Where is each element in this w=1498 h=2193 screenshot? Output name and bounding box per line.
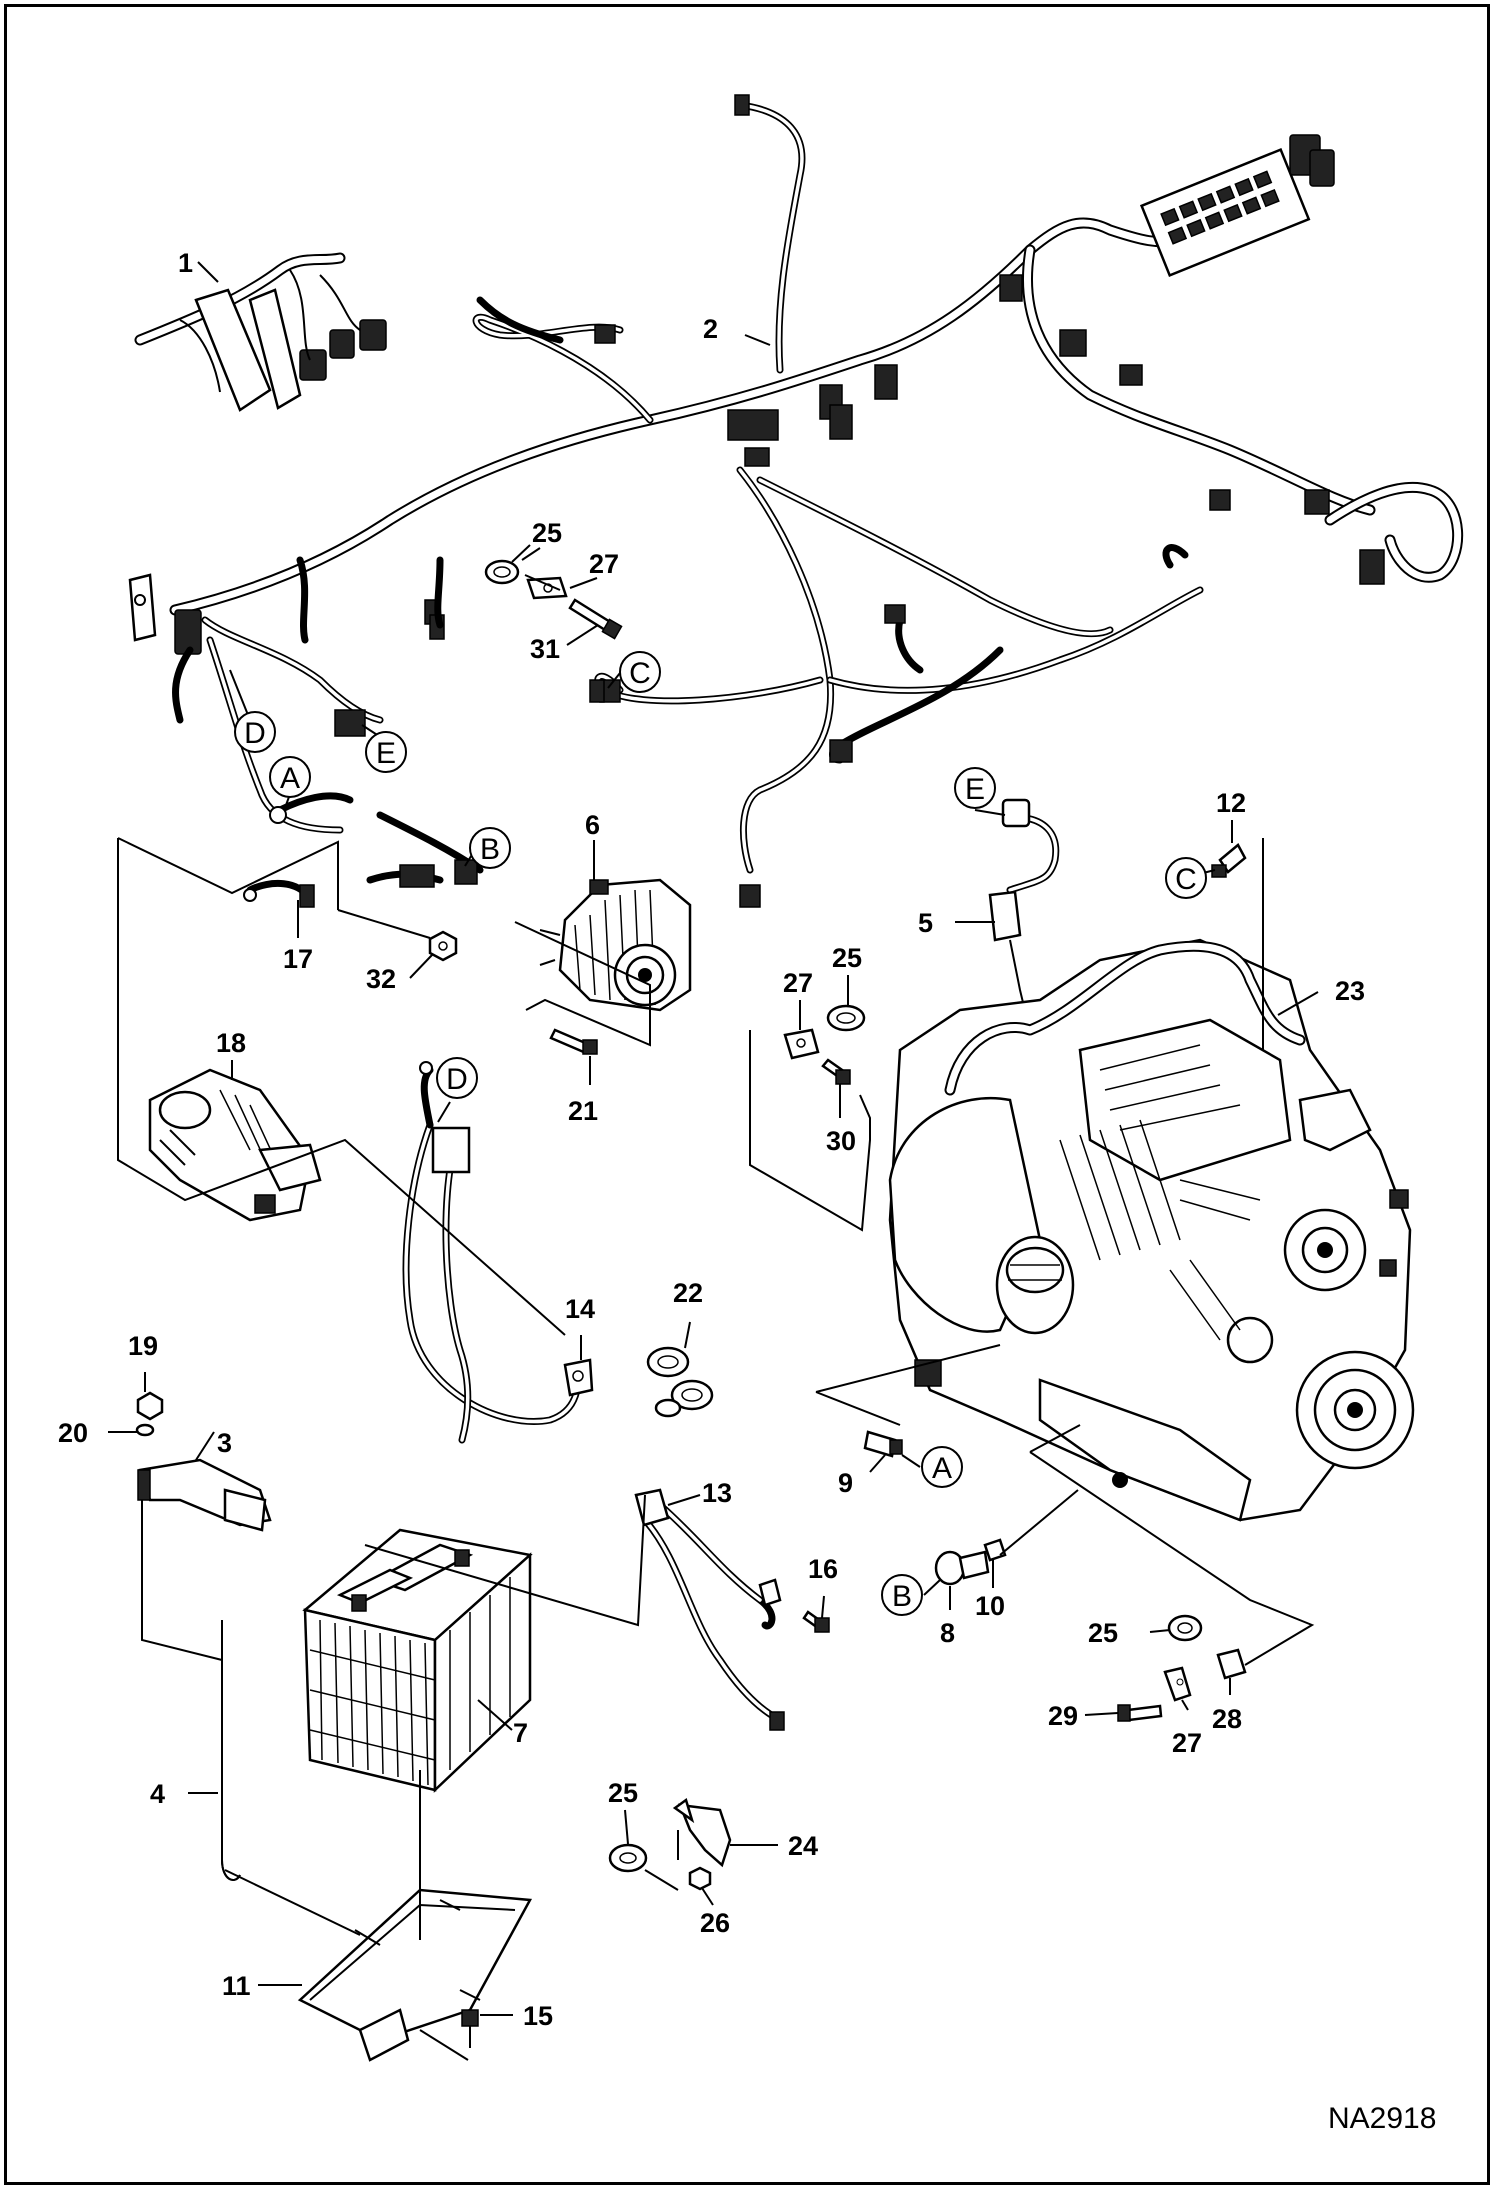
connector-callout-d-upper: D: [234, 711, 276, 753]
callout-18: 18: [216, 1028, 246, 1058]
callout-8: 8: [940, 1618, 955, 1648]
svg-text:A: A: [932, 1452, 952, 1485]
connector-callout-a-lower: A: [921, 1446, 963, 1488]
part-number-labels: 1 2 3 4 5 6 7 8 9 10 11 12 13 14 15 16 1…: [58, 248, 1365, 2031]
callout-27-upper: 27: [589, 549, 619, 579]
callout-25-lower: 25: [608, 1778, 638, 1808]
cable-bolt: [802, 1610, 830, 1633]
svg-text:A: A: [280, 762, 300, 795]
callout-30: 30: [826, 1126, 856, 1156]
battery-holddown-bracket: [135, 1391, 272, 1532]
engine: [888, 938, 1415, 1522]
drawing-border: [4, 4, 1490, 2185]
svg-text:C: C: [629, 657, 651, 690]
clamp-bolt-group-upper: [484, 547, 623, 640]
connector-callout-c-upper: C: [619, 651, 661, 693]
mounting-bracket-group: [608, 1797, 732, 1891]
callout-13: 13: [702, 1478, 732, 1508]
callout-24: 24: [788, 1831, 818, 1861]
callout-23: 23: [1335, 976, 1365, 1006]
svg-text:D: D: [244, 717, 266, 750]
clamp-bolt-group-mid: [783, 1004, 866, 1085]
battery-cable-negative: [402, 1061, 594, 1444]
pressure-switch: [863, 1430, 903, 1458]
alternator: [539, 878, 692, 1012]
callout-12: 12: [1216, 788, 1246, 818]
callout-5: 5: [918, 908, 933, 938]
svg-text:D: D: [446, 1063, 468, 1096]
callout-10: 10: [975, 1591, 1005, 1621]
svg-text:E: E: [965, 773, 985, 806]
harness-pigtails-left: [243, 792, 484, 908]
clamp-bolt-group-right: [1117, 1614, 1247, 1722]
callout-7: 7: [513, 1718, 528, 1748]
callout-26: 26: [700, 1908, 730, 1938]
connector-callout-b-upper: B: [469, 827, 511, 869]
connector-callout-e-lower: E: [954, 767, 996, 809]
callout-19: 19: [128, 1331, 158, 1361]
callout-9: 9: [838, 1468, 853, 1498]
callout-32: 32: [366, 964, 396, 994]
battery: [302, 1528, 533, 1793]
callout-28: 28: [1212, 1704, 1242, 1734]
callout-25-right: 25: [1088, 1618, 1118, 1648]
callout-14: 14: [565, 1294, 595, 1324]
connector-callout-a-upper: A: [269, 756, 311, 798]
connector-reference-callouts: C D E A B E C: [234, 651, 1207, 1616]
svg-text:B: B: [480, 833, 500, 866]
connector-callout-d-lower: D: [436, 1057, 478, 1099]
callout-31: 31: [530, 634, 560, 664]
battery-cable-positive: [634, 1488, 785, 1731]
callout-25-mid: 25: [832, 943, 862, 973]
harness-clip-assembly: [134, 252, 387, 412]
callout-3: 3: [217, 1428, 232, 1458]
callout-11: 11: [222, 1971, 251, 2001]
connector-callout-e-upper: E: [365, 731, 407, 773]
callout-2: 2: [703, 314, 718, 344]
callout-25-upper: 25: [532, 518, 562, 548]
drawing-code: NA2918: [1328, 2102, 1436, 2135]
callout-29: 29: [1048, 1701, 1078, 1731]
callout-27-mid: 27: [783, 968, 813, 998]
svg-text:B: B: [892, 1580, 912, 1613]
starter-motor: [148, 1068, 322, 1222]
callout-27-right: 27: [1172, 1728, 1202, 1758]
callout-22: 22: [673, 1278, 703, 1308]
oil-pressure-sender: [934, 1538, 1007, 1586]
leader-lines: [108, 261, 1319, 2061]
svg-text:E: E: [376, 737, 396, 770]
fitting: [1211, 843, 1247, 878]
connector-callout-b-lower: B: [881, 1574, 923, 1616]
cable-clip: [646, 1346, 714, 1418]
callout-15: 15: [523, 2001, 553, 2031]
callout-17: 17: [283, 944, 313, 974]
callout-16: 16: [808, 1554, 838, 1584]
connector-callout-c-lower: C: [1165, 857, 1207, 899]
callout-4: 4: [150, 1779, 165, 1809]
alternator-hardware: [428, 930, 598, 1055]
callout-6: 6: [585, 810, 600, 840]
j-bolt: [221, 1620, 241, 1881]
callout-21: 21: [568, 1096, 598, 1126]
callout-1: 1: [178, 248, 193, 278]
svg-text:C: C: [1175, 863, 1197, 896]
callout-20: 20: [58, 1418, 88, 1448]
main-wiring-harness: [128, 94, 1464, 908]
battery-tray: [297, 1888, 533, 2062]
